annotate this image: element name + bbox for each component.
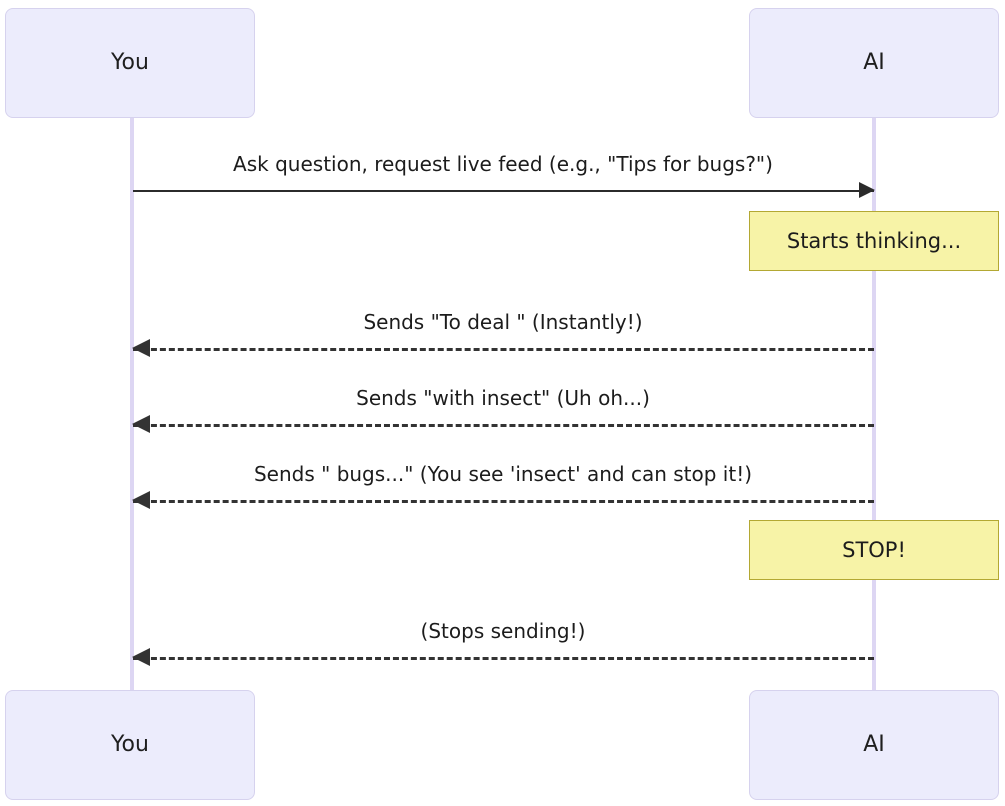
- message-line-4: [133, 500, 874, 503]
- arrowhead-left-icon: [132, 339, 150, 357]
- actor-box-ai-top[interactable]: AI: [749, 8, 999, 118]
- arrowhead-left-icon: [132, 648, 150, 666]
- lifeline-you: [130, 118, 134, 690]
- message-label-2: Sends "To deal " (Instantly!): [363, 310, 643, 334]
- message-line-2: [133, 348, 874, 351]
- actor-label-ai-bottom: AI: [863, 732, 885, 757]
- message-label-3: Sends "with insect" (Uh oh...): [356, 386, 650, 410]
- lifeline-ai: [872, 118, 876, 690]
- arrowhead-left-icon: [132, 491, 150, 509]
- message-line-5: [133, 657, 874, 660]
- note-label-starts-thinking: Starts thinking...: [786, 228, 962, 253]
- actor-label-you-bottom: You: [111, 732, 149, 757]
- message-label-1: Ask question, request live feed (e.g., "…: [233, 152, 773, 176]
- note-starts-thinking: Starts thinking...: [749, 211, 999, 271]
- arrowhead-left-icon: [132, 415, 150, 433]
- actor-label-ai-top: AI: [863, 50, 885, 75]
- actor-label-you-top: You: [111, 50, 149, 75]
- message-label-5: (Stops sending!): [420, 619, 586, 643]
- arrowhead-right-icon: [859, 182, 875, 198]
- message-line-3: [133, 424, 874, 427]
- note-stop: STOP!: [749, 520, 999, 580]
- actor-box-you-top[interactable]: You: [5, 8, 255, 118]
- actor-box-ai-bottom[interactable]: AI: [749, 690, 999, 800]
- message-label-4: Sends " bugs..." (You see 'insect' and c…: [253, 462, 753, 486]
- note-label-stop: STOP!: [842, 537, 906, 562]
- message-line-1: [133, 190, 874, 192]
- actor-box-you-bottom[interactable]: You: [5, 690, 255, 800]
